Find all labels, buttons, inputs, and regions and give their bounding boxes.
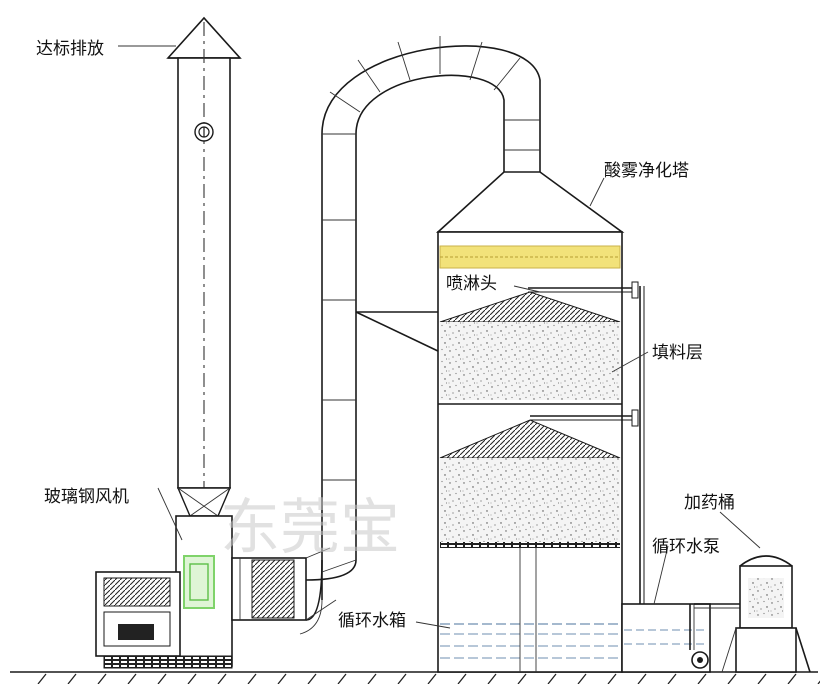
ground xyxy=(10,671,820,684)
leader-lines xyxy=(118,45,761,629)
watermark: 东莞宝 xyxy=(220,493,400,563)
label-circ-tank: 循环水箱 xyxy=(338,611,406,631)
label-dosing-tank: 加药桶 xyxy=(684,493,735,513)
label-fan: 玻璃钢风机 xyxy=(44,487,129,507)
label-tower: 酸雾净化塔 xyxy=(604,161,689,181)
fiberglass-fan xyxy=(95,515,307,669)
label-circ-pump: 循环水泵 xyxy=(652,537,720,557)
circulation-tank-and-pump xyxy=(621,603,742,673)
acid-mist-scrubber-tower xyxy=(435,171,625,673)
label-spray-head: 喷淋头 xyxy=(446,274,497,294)
exhaust-stack xyxy=(166,16,242,517)
label-packing-layer: 填料层 xyxy=(652,343,703,363)
dosing-tank xyxy=(721,555,811,673)
connecting-duct xyxy=(299,36,541,635)
label-exhaust: 达标排放 xyxy=(36,39,104,59)
spray-pipes xyxy=(528,281,645,604)
